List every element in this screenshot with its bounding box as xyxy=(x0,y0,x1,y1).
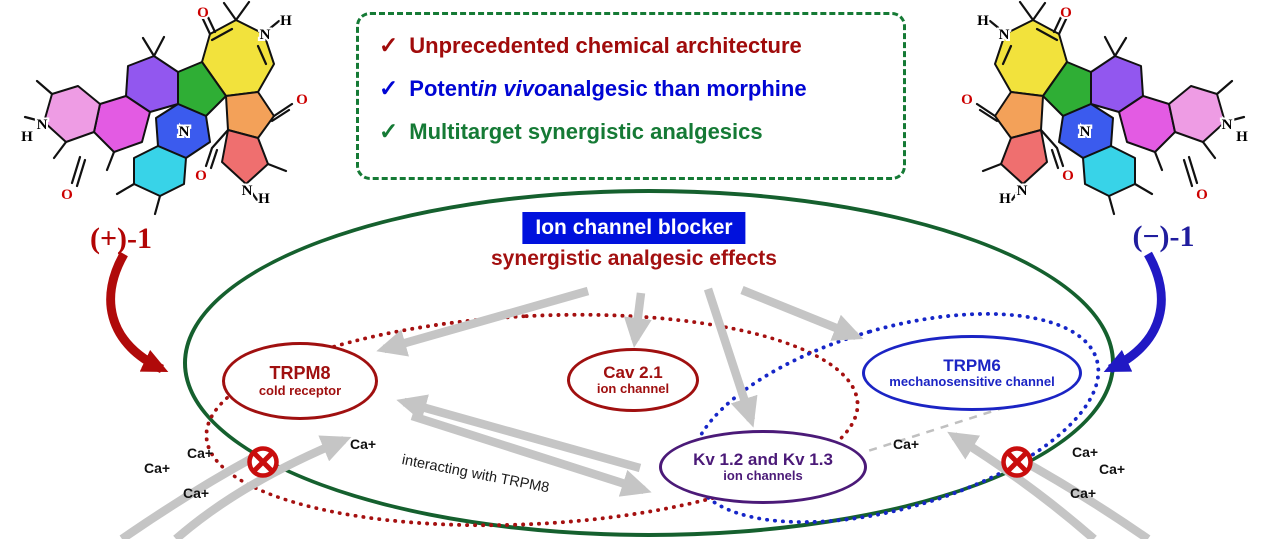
atom-label-h: H xyxy=(1236,129,1248,145)
atom-label-o: O xyxy=(1062,168,1074,184)
atom-label-n: N xyxy=(1017,183,1028,199)
atom-label-n: N xyxy=(260,27,271,43)
highlight-box: ✓ Unprecedented chemical architecture ✓ … xyxy=(356,12,906,180)
atom-label-h: H xyxy=(258,191,270,207)
highlight-item-analgesic: ✓ Potent in vivo analgesic than morphine xyxy=(379,75,883,102)
node-desc: mechanosensitive channel xyxy=(889,374,1055,390)
arrow-to-trpm6 xyxy=(740,286,864,341)
atom-label-h: H xyxy=(999,191,1011,207)
check-icon: ✓ xyxy=(379,32,399,58)
atom-label-o: O xyxy=(1060,5,1072,21)
ca-ion-label: Ca+ xyxy=(186,445,214,461)
atom-label-o: O xyxy=(1196,187,1208,203)
node-desc: ion channel xyxy=(596,381,670,397)
highlight-item-multitarget: ✓ Multitarget synergistic analgesics xyxy=(379,118,883,145)
highlight-text: Multitarget synergistic analgesics xyxy=(409,118,763,144)
blocked-channel-icon-left xyxy=(247,446,279,478)
atom-label-n: N xyxy=(37,117,48,133)
node-title: Cav 2.1 xyxy=(603,362,663,382)
node-cav21: Cav 2.1 ion channel xyxy=(567,348,699,412)
node-title: Kv 1.2 and Kv 1.3 xyxy=(693,449,833,469)
node-desc: ion channels xyxy=(723,468,803,484)
ca-ion-label: Ca+ xyxy=(1069,485,1097,501)
atom-label-h: H xyxy=(280,13,292,29)
arrow-to-trpm8 xyxy=(376,286,590,357)
calcium-flow-left xyxy=(173,435,352,539)
channel-wall-left xyxy=(119,452,259,539)
atom-label-n: N xyxy=(1222,117,1233,133)
highlight-text-italic: in vivo xyxy=(477,75,548,101)
atom-label-n: N xyxy=(999,27,1010,43)
atom-label-n: N xyxy=(242,183,253,199)
atom-label-h: H xyxy=(21,129,33,145)
node-desc: cold receptor xyxy=(258,382,342,398)
molecule-structure-right: O H N O O N H N N H O xyxy=(959,0,1250,216)
atom-label-o: O xyxy=(195,168,207,184)
node-trpm8: TRPM8 cold receptor xyxy=(222,342,378,420)
check-icon: ✓ xyxy=(379,75,399,101)
atom-label-o: O xyxy=(296,92,308,108)
ion-channel-blocker-badge: Ion channel blocker xyxy=(522,212,746,244)
ca-ion-label: Ca+ xyxy=(1071,444,1099,460)
interaction-arrow-up xyxy=(396,394,642,473)
atom-label-n: N xyxy=(1080,124,1091,140)
atom-label-o: O xyxy=(61,187,73,203)
ca-ion-label: Ca+ xyxy=(143,460,171,476)
node-kv: Kv 1.2 and Kv 1.3 ion channels xyxy=(659,430,867,504)
highlight-text: Unprecedented chemical architecture xyxy=(409,32,802,58)
compound-label-minus-1: (−)-1 xyxy=(1132,220,1195,253)
arrow-to-cav21 xyxy=(623,292,652,348)
check-icon: ✓ xyxy=(379,118,399,144)
highlight-text: Potent xyxy=(409,75,478,101)
ca-ion-label: Ca+ xyxy=(349,436,377,452)
ca-ion-label: Ca+ xyxy=(1098,461,1126,477)
interaction-arrow-down xyxy=(410,411,652,497)
highlight-text: analgesic than morphine xyxy=(547,75,807,101)
red-curved-arrow xyxy=(106,251,169,374)
atom-label-n: N xyxy=(179,124,190,140)
arrow-to-kv xyxy=(703,287,758,428)
atom-label-o: O xyxy=(197,5,209,21)
atom-label-h: H xyxy=(977,13,989,29)
hub-subtitle: synergistic analgesic effects xyxy=(491,247,777,270)
compound-label-plus-1: (+)-1 xyxy=(89,222,153,255)
blue-curved-arrow xyxy=(1103,251,1166,374)
node-trpm6: TRPM6 mechanosensitive channel xyxy=(862,335,1082,411)
node-title: TRPM8 xyxy=(269,363,331,384)
ca-ion-label: Ca+ xyxy=(892,436,920,452)
highlight-item-architecture: ✓ Unprecedented chemical architecture xyxy=(379,32,883,59)
blocked-channel-icon-right xyxy=(1001,446,1033,478)
molecule-structure-left: O H N O O N H N N H O xyxy=(19,0,310,216)
atom-label-o: O xyxy=(961,92,973,108)
ca-ion-label: Ca+ xyxy=(182,485,210,501)
node-title: TRPM6 xyxy=(943,355,1001,375)
calcium-flow-right xyxy=(947,431,1097,539)
